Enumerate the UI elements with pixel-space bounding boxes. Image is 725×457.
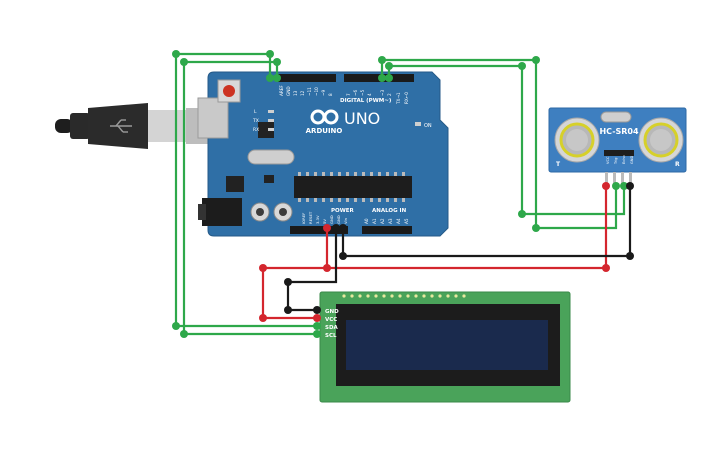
digital-pin-label: ~5 (360, 89, 365, 96)
sensor-t-mark: T (556, 161, 561, 168)
digital-pin-label: ~9 (321, 89, 326, 96)
digital-pin-labels: AREF GND 13 12 ~11 ~10 ~9 8 7 ~6 ~5 4 ~3… (279, 85, 409, 105)
digital-pin-label: 4 (367, 93, 372, 96)
analog-pin-label: A4 (396, 218, 401, 224)
sensor-pin-label: Trig (614, 158, 618, 165)
transmitter-transducer-icon (554, 117, 600, 163)
analog-header-label: ANALOG IN (372, 208, 407, 214)
sensor-model-label: HC-SR04 (599, 127, 639, 136)
digital-pin-label: 13 (293, 90, 298, 96)
vcc-wire[interactable] (261, 186, 608, 320)
arduino-model-label: UNO (344, 109, 380, 128)
digital-pin-label: ~6 (353, 89, 358, 96)
power-pin-label: GND (329, 215, 334, 224)
arduino-logo-icon (310, 109, 339, 125)
digital-pin-label: AREF (279, 85, 284, 96)
on-led-label: ON (424, 123, 432, 129)
digital-pin-label: 12 (300, 90, 305, 96)
usb-cable (55, 103, 212, 149)
lcd-16x2-module: GND VCC SDA SCL (319, 291, 571, 403)
analog-pin-label: A0 (364, 218, 369, 224)
lcd-pin-label: GND (325, 309, 339, 315)
analog-pin-labels: A0 A1 A2 A3 A4 A5 (364, 218, 409, 224)
wire-endpoints (172, 50, 634, 338)
sensor-pin-label: Echo (622, 155, 626, 164)
power-pin-label: Vin (343, 217, 348, 224)
usb-icon (110, 119, 132, 133)
digital-pin-label: RX←0 (404, 92, 409, 104)
analog-pin-label: A1 (372, 218, 377, 224)
lcd-pin-label: SCL (325, 333, 337, 339)
power-pin-label: GND (336, 215, 341, 224)
digital-pin-label: TX→1 (396, 92, 401, 105)
digital-pin-label: ~11 (307, 87, 312, 96)
power-pin-label: 5V (322, 219, 327, 224)
power-pin-label: RESET (308, 211, 313, 224)
rx-led-label: RX (253, 127, 259, 133)
power-header-label: POWER (331, 208, 355, 214)
sensor-r-mark: R (675, 161, 680, 168)
l-led-label: L (254, 109, 257, 115)
lcd-screen (346, 320, 548, 370)
arduino-uno-board: ARDUINO UNO DIGITAL (PWM~) POWER ANALOG … (197, 71, 449, 237)
receiver-transducer-icon (638, 117, 684, 163)
power-pin-labels: IOREF RESET 3.3V 5V GND GND Vin (301, 211, 348, 224)
analog-pin-label: A3 (388, 218, 393, 224)
analog-pin-label: A5 (404, 218, 409, 224)
lcd-pin-label: VCC (325, 317, 337, 323)
sensor-pin-label: GND (630, 156, 634, 164)
digital-header-label: DIGITAL (PWM~) (340, 98, 392, 104)
sensor-pin-label: VCC (606, 156, 610, 164)
power-pin-label: 3.3V (315, 215, 320, 224)
reset-button[interactable] (223, 85, 235, 97)
tx-led-label: TX (252, 118, 259, 124)
digital-pin-label: GND (286, 86, 291, 96)
digital-pin-label: ~3 (380, 89, 385, 96)
arduino-logo-text: ARDUINO (306, 127, 343, 135)
power-pin-label: IOREF (301, 213, 306, 224)
digital-pin-label: 2 (387, 93, 392, 96)
lcd-pin-label: SDA (325, 325, 339, 331)
digital-pin-label: ~10 (314, 87, 319, 96)
digital-pin-label: 7 (346, 93, 351, 96)
digital-pin-label: 8 (328, 93, 333, 96)
analog-pin-label: A2 (380, 218, 385, 224)
hc-sr04-sensor: HC-SR04 T R VCC Trig Echo GND (548, 107, 687, 184)
